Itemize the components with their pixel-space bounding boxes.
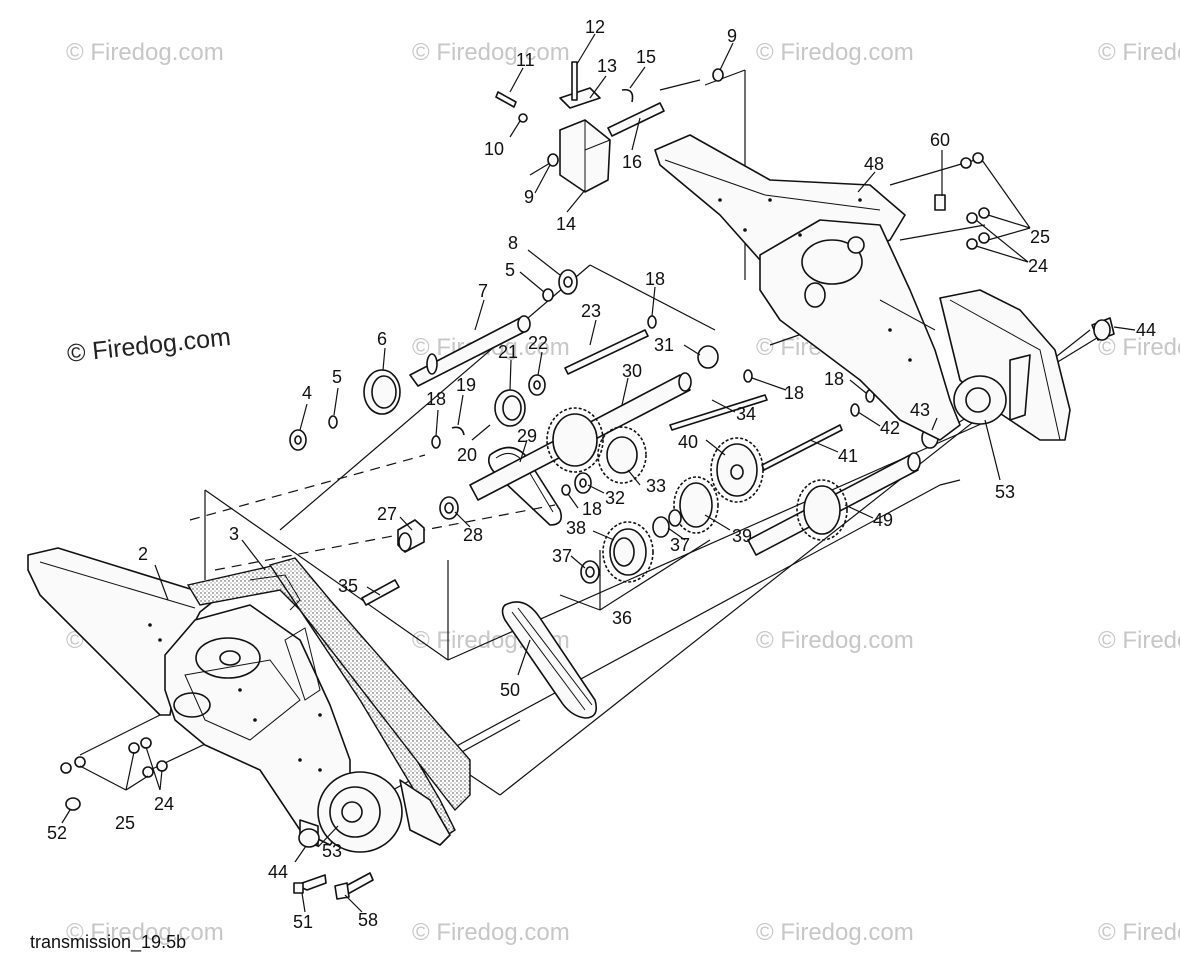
- callout-23: 23: [581, 301, 601, 321]
- watermark: © Firedog.com: [412, 919, 570, 946]
- callout-28: 28: [463, 525, 483, 545]
- watermark: © Firedog.com: [1098, 627, 1180, 654]
- callout-14: 14: [556, 214, 576, 234]
- callout-18: 18: [824, 369, 844, 389]
- left-transmission-housing: [27, 547, 351, 846]
- callout-43: 43: [910, 400, 930, 420]
- drive-belt: [501, 601, 598, 719]
- callout-18: 18: [582, 499, 602, 519]
- callout-34: 34: [736, 404, 756, 424]
- callout-22: 22: [528, 333, 548, 353]
- callout-25: 25: [115, 813, 135, 833]
- callout-12: 12: [585, 17, 605, 37]
- callout-25: 25: [1030, 227, 1050, 247]
- callout-42: 42: [880, 418, 900, 438]
- callout-37: 37: [670, 535, 690, 555]
- callout-48: 48: [864, 154, 884, 174]
- watermark: © Firedog.com: [1098, 39, 1180, 66]
- callout-58: 58: [358, 910, 378, 930]
- callout-16: 16: [622, 152, 642, 172]
- callout-18: 18: [645, 269, 665, 289]
- callout-7: 7: [478, 281, 488, 301]
- callout-52: 52: [47, 823, 67, 843]
- watermark: © Firedog.com: [756, 39, 914, 66]
- callout-15: 15: [636, 47, 656, 67]
- watermark-primary: © Firedog.com: [66, 323, 232, 368]
- callout-38: 38: [566, 518, 586, 538]
- diagram-caption: transmission_19.5b: [30, 932, 186, 953]
- callout-33: 33: [646, 476, 666, 496]
- leader-lines: [61, 33, 1136, 913]
- callout-24: 24: [154, 794, 174, 814]
- callout-51: 51: [293, 912, 313, 932]
- left-pulley: [298, 771, 451, 853]
- callout-9: 9: [727, 26, 737, 46]
- callout-11: 11: [516, 50, 535, 70]
- callout-21: 21: [498, 342, 518, 362]
- right-transmission-housing: [654, 134, 961, 441]
- watermark: © Firedog.com: [1098, 919, 1180, 946]
- callout-32: 32: [605, 488, 625, 508]
- callout-9: 9: [524, 187, 534, 207]
- callout-41: 41: [838, 446, 858, 466]
- callout-5: 5: [505, 260, 515, 280]
- callout-18: 18: [784, 383, 804, 403]
- callout-3: 3: [229, 524, 239, 544]
- callout-35: 35: [338, 576, 358, 596]
- callout-49: 49: [873, 510, 893, 530]
- callout-29: 29: [517, 426, 537, 446]
- callout-6: 6: [377, 329, 387, 349]
- callout-20: 20: [457, 445, 477, 465]
- callout-labels: 2 3 4 5 5 6 7 8 9 9 10 11 12 13 14 15 16…: [47, 17, 1156, 932]
- callout-36: 36: [612, 608, 632, 628]
- right-hardware: [960, 152, 1031, 263]
- gears: [363, 369, 848, 583]
- callout-19: 19: [456, 375, 476, 395]
- callout-37: 37: [552, 546, 572, 566]
- watermark: © Firedog.com: [756, 919, 914, 946]
- callout-39: 39: [732, 526, 752, 546]
- callout-53: 53: [322, 841, 342, 861]
- callout-53: 53: [995, 482, 1015, 502]
- callout-27: 27: [377, 504, 397, 524]
- shift-assembly: [495, 61, 724, 193]
- callout-8: 8: [508, 233, 518, 253]
- callout-4: 4: [302, 383, 312, 403]
- right-cover-pulley: [939, 289, 1071, 441]
- callout-50: 50: [500, 680, 520, 700]
- callout-10: 10: [484, 139, 504, 159]
- watermark: © Firedog.com: [66, 39, 224, 66]
- callout-60: 60: [930, 130, 950, 150]
- callout-5: 5: [332, 367, 342, 387]
- callout-2: 2: [138, 544, 148, 564]
- callout-30: 30: [622, 361, 642, 381]
- watermark: © Firedog.com: [412, 39, 570, 66]
- watermark: © Firedog.com: [756, 627, 914, 654]
- watermark: © Firedog.com: [66, 919, 224, 946]
- watermark: © Firedog.com: [1098, 334, 1180, 361]
- callout-24: 24: [1028, 256, 1048, 276]
- callout-31: 31: [654, 335, 674, 355]
- bearings-washers: [289, 269, 1115, 584]
- callout-44: 44: [268, 862, 288, 882]
- callout-18: 18: [426, 389, 446, 409]
- bottom-bolts: [293, 872, 374, 900]
- callout-40: 40: [678, 432, 698, 452]
- callout-13: 13: [597, 56, 617, 76]
- callout-44: 44: [1136, 320, 1156, 340]
- left-hardware: [60, 737, 168, 811]
